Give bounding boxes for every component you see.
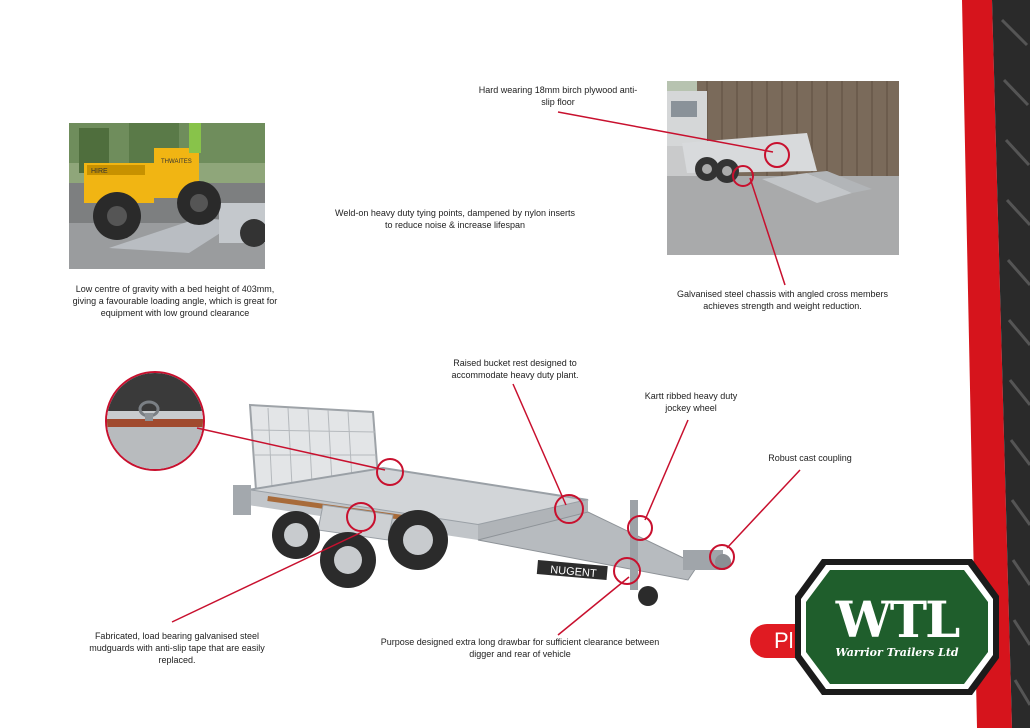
dumper-photo: HIRE THWAITES <box>69 123 265 269</box>
logo-wtl-text: WTL <box>835 590 961 649</box>
caption-tying-points: Weld-on heavy duty tying points, dampene… <box>335 208 575 230</box>
tying-point-zoom-photo <box>105 371 205 471</box>
dumper-brand-text: HIRE <box>91 168 108 175</box>
caption-plywood-floor: Hard wearing 18mm birch plywood anti-sli… <box>478 85 638 107</box>
caption-drawbar: Purpose designed extra long drawbar for … <box>380 637 660 659</box>
caption-mudguards: Fabricated, load bearing galvanised stee… <box>89 631 265 665</box>
caption-chassis: Galvanised steel chassis with angled cro… <box>676 289 889 311</box>
trailer-ramps-photo <box>667 81 899 255</box>
dumper-model-text: THWAITES <box>161 159 192 165</box>
caption-jockey-wheel: Kartt ribbed heavy duty jockey wheel <box>644 391 738 413</box>
trailer-main-photo: NUGENT <box>228 400 748 610</box>
tyre-tread-edge <box>942 0 1030 728</box>
trailer-brand-text: NUGENT <box>550 564 598 580</box>
caption-coupling: Robust cast coupling <box>768 453 852 463</box>
caption-low-gravity: Low centre of gravity with a bed height … <box>72 284 278 318</box>
caption-bucket-rest: Raised bucket rest designed to accommoda… <box>451 358 579 380</box>
warrior-trailers-logo: WTL Warrior Trailers Ltd <box>792 556 1002 698</box>
logo-company-name: Warrior Trailers Ltd <box>835 646 959 659</box>
